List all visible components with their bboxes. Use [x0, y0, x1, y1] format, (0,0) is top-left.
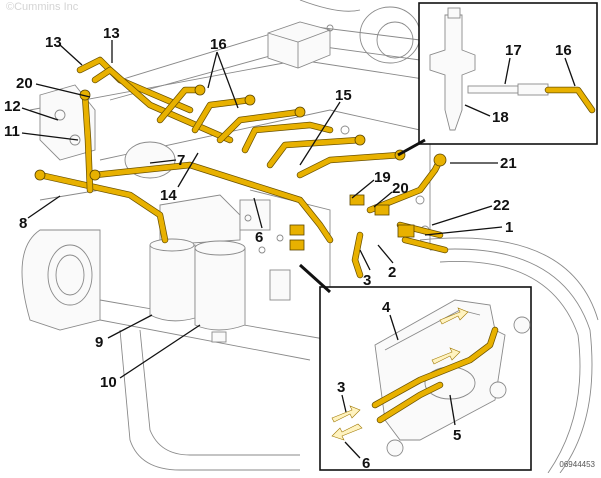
callout-6-inset: 6: [362, 455, 370, 472]
figure-id: 06944453: [559, 460, 595, 469]
callout-22: 22: [493, 197, 510, 214]
callout-11: 11: [4, 123, 20, 140]
callout-4: 4: [382, 299, 391, 316]
callout-17: 17: [505, 42, 522, 59]
copyright-notice: ©Cummins Inc: [6, 1, 79, 13]
callout-13-right: 13: [103, 25, 120, 42]
callout-12: 12: [4, 98, 21, 115]
callout-6: 6: [255, 229, 263, 246]
callout-21: 21: [500, 155, 517, 172]
callout-18: 18: [492, 109, 509, 126]
callouts: 13 13 20 12 11 16 15 7 14: [4, 25, 517, 391]
callout-9: 9: [95, 334, 103, 351]
callout-1: 1: [505, 219, 513, 236]
callout-16: 16: [210, 36, 227, 53]
callout-13-left: 13: [45, 34, 62, 51]
callout-7: 7: [177, 152, 185, 169]
callout-3-inset: 3: [337, 379, 345, 396]
inset-injector: 17 16 18: [418, 2, 598, 145]
inset-pump-pointer: [298, 263, 332, 294]
callout-3: 3: [363, 272, 371, 289]
inset-injector-pointer: [397, 138, 426, 157]
callout-19: 19: [374, 169, 391, 186]
callout-2: 2: [388, 264, 396, 281]
engine-block: [21, 0, 599, 474]
callout-20-right: 20: [392, 180, 409, 197]
inset-pump: 4 3 5 6: [319, 286, 532, 472]
callout-15: 15: [335, 87, 352, 104]
callout-10: 10: [100, 374, 117, 391]
callout-5: 5: [453, 427, 461, 444]
callout-14: 14: [160, 187, 177, 204]
callout-8: 8: [19, 215, 27, 232]
callout-20-left: 20: [16, 75, 33, 92]
callout-16-inset: 16: [555, 42, 572, 59]
